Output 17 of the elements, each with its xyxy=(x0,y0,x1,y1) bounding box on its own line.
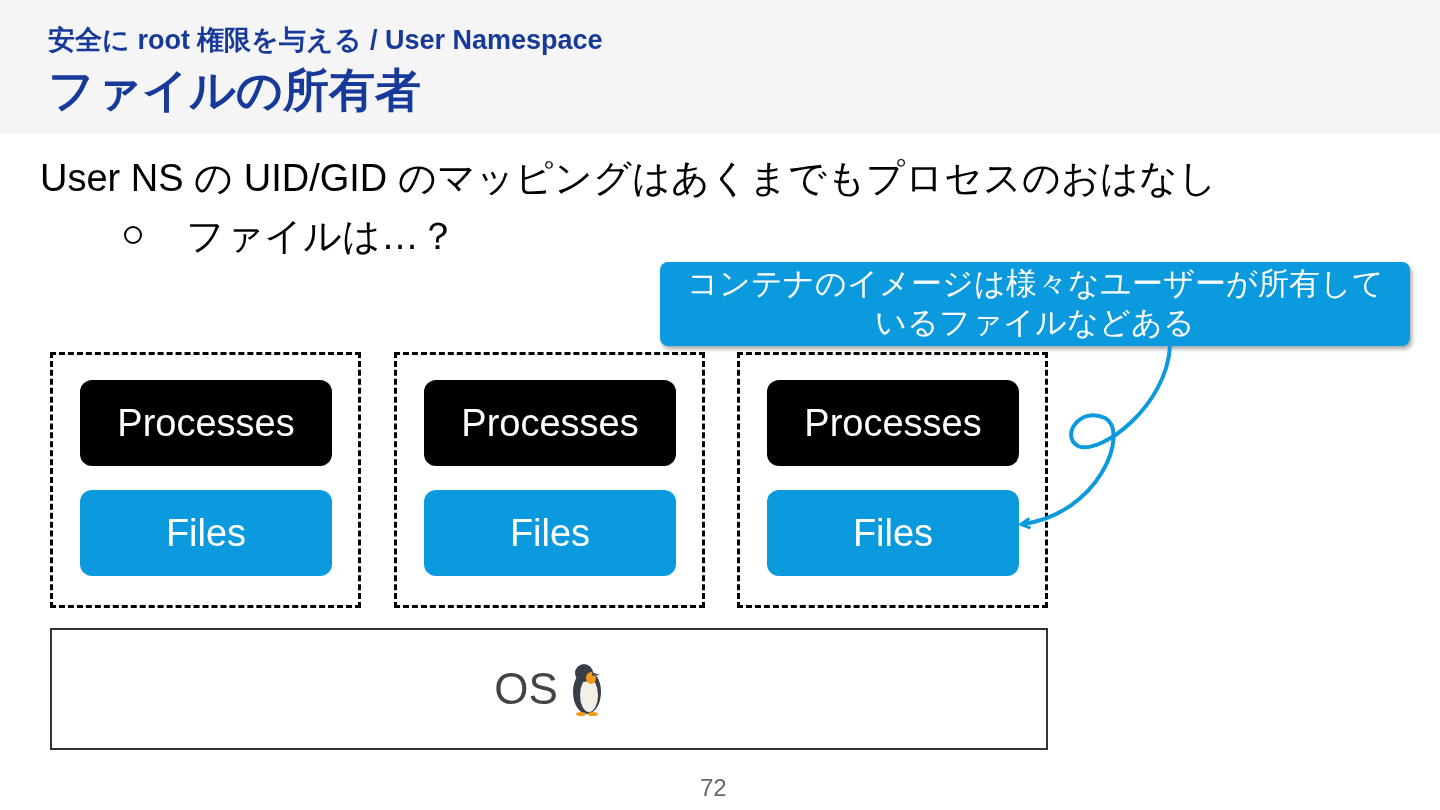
container-box xyxy=(50,352,361,608)
process-box: Processes xyxy=(80,380,332,466)
files-box: Files xyxy=(767,490,1019,576)
files-box: Files xyxy=(80,490,332,576)
section-subtitle: 安全に root 権限を与える / User Namespace xyxy=(48,24,603,57)
slide-title: ファイルの所有者 xyxy=(48,63,421,118)
files-box: Files xyxy=(424,490,676,576)
bullet-text: ファイルは…？ xyxy=(186,214,457,259)
leader-arrow xyxy=(1019,345,1172,529)
container-box xyxy=(737,352,1048,608)
os-box: OS xyxy=(50,628,1048,750)
page-number: 72 xyxy=(700,773,727,803)
process-box: Processes xyxy=(767,380,1019,466)
body-text: User NS の UID/GID のマッピングはあくまでもプロセスのおはなし xyxy=(40,156,1217,201)
callout-box: コンテナのイメージは様々なユーザーが所有しているファイルなどある xyxy=(660,262,1410,346)
process-box: Processes xyxy=(424,380,676,466)
container-box xyxy=(394,352,705,608)
